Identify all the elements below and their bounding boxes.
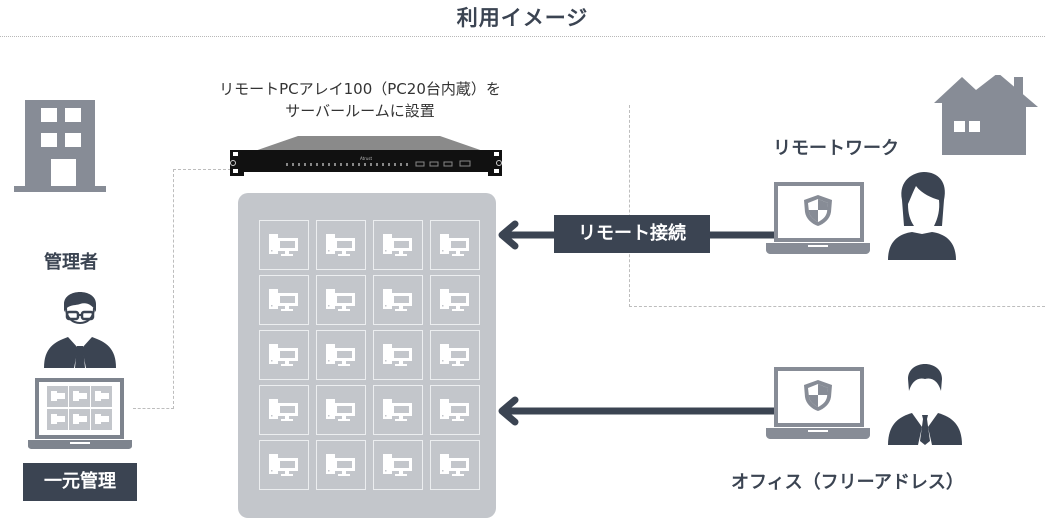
- pc-unit: [373, 440, 423, 490]
- desktop-pc-icon: [383, 399, 412, 421]
- title-divider: [0, 36, 1045, 37]
- pc-unit: [430, 440, 480, 490]
- rack-server-icon: Atrust: [230, 136, 502, 178]
- pc-unit: [316, 385, 366, 435]
- pc-unit: [259, 385, 309, 435]
- desktop-pc-icon: [440, 454, 469, 476]
- server-caption: リモートPCアレイ100（PC20台内蔵）を サーバールームに設置: [180, 78, 540, 122]
- office-worker-person-icon: [886, 355, 964, 445]
- desktop-pc-icon: [326, 454, 355, 476]
- desktop-pc-icon: [440, 399, 469, 421]
- remote-zone-border-bottom: [629, 306, 1045, 307]
- admin-label: 管理者: [44, 252, 98, 273]
- admin-laptop-icon: [28, 377, 132, 450]
- pc-unit: [259, 275, 309, 325]
- admin-person-icon: [40, 282, 120, 368]
- desktop-pc-icon: [269, 454, 298, 476]
- admin-connector-vertical: [173, 169, 174, 409]
- remote-worker-person-icon: [884, 170, 960, 260]
- desktop-pc-icon: [326, 344, 355, 366]
- pc-unit: [373, 275, 423, 325]
- pc-unit: [430, 385, 480, 435]
- office-connection-arrow: [497, 396, 779, 426]
- remote-zone-border-left: [629, 105, 630, 307]
- pc-unit: [316, 330, 366, 380]
- admin-connector-top: [173, 169, 231, 170]
- remote-laptop-shield-icon: [766, 181, 870, 255]
- desktop-pc-icon: [326, 399, 355, 421]
- office-laptop-shield-icon: [766, 366, 870, 440]
- desktop-pc-icon: [440, 344, 469, 366]
- office-label: オフィス（フリーアドレス）: [731, 472, 964, 493]
- desktop-pc-icon: [383, 234, 412, 256]
- pc-unit: [430, 220, 480, 270]
- unified-management-badge: 一元管理: [23, 463, 137, 501]
- remote-connection-badge: リモート接続: [554, 215, 710, 253]
- desktop-pc-icon: [383, 344, 412, 366]
- desktop-pc-icon: [383, 454, 412, 476]
- pc-array-panel: [238, 193, 496, 518]
- page-title: 利用イメージ: [456, 6, 589, 30]
- pc-unit: [373, 385, 423, 435]
- desktop-pc-icon: [269, 234, 298, 256]
- remote-work-label: リモートワーク: [773, 138, 899, 159]
- admin-connector-bottom: [133, 408, 174, 409]
- desktop-pc-icon: [440, 289, 469, 311]
- pc-unit: [259, 440, 309, 490]
- pc-unit: [316, 275, 366, 325]
- pc-unit: [430, 275, 480, 325]
- desktop-pc-icon: [326, 234, 355, 256]
- desktop-pc-icon: [269, 289, 298, 311]
- pc-unit: [373, 330, 423, 380]
- desktop-pc-icon: [326, 289, 355, 311]
- pc-unit: [430, 330, 480, 380]
- pc-grid: [259, 220, 480, 490]
- desktop-pc-icon: [383, 289, 412, 311]
- desktop-pc-icon: [269, 344, 298, 366]
- server-brand-text: Atrust: [360, 156, 372, 161]
- server-caption-line2: サーバールームに設置: [285, 102, 435, 120]
- pc-unit: [259, 220, 309, 270]
- pc-unit: [316, 440, 366, 490]
- desktop-pc-icon: [440, 234, 469, 256]
- office-building-icon: [14, 100, 106, 192]
- server-caption-line1: リモートPCアレイ100（PC20台内蔵）を: [219, 80, 501, 98]
- pc-unit: [259, 330, 309, 380]
- pc-unit: [373, 220, 423, 270]
- house-icon: [934, 73, 1038, 155]
- pc-unit: [316, 220, 366, 270]
- desktop-pc-icon: [269, 399, 298, 421]
